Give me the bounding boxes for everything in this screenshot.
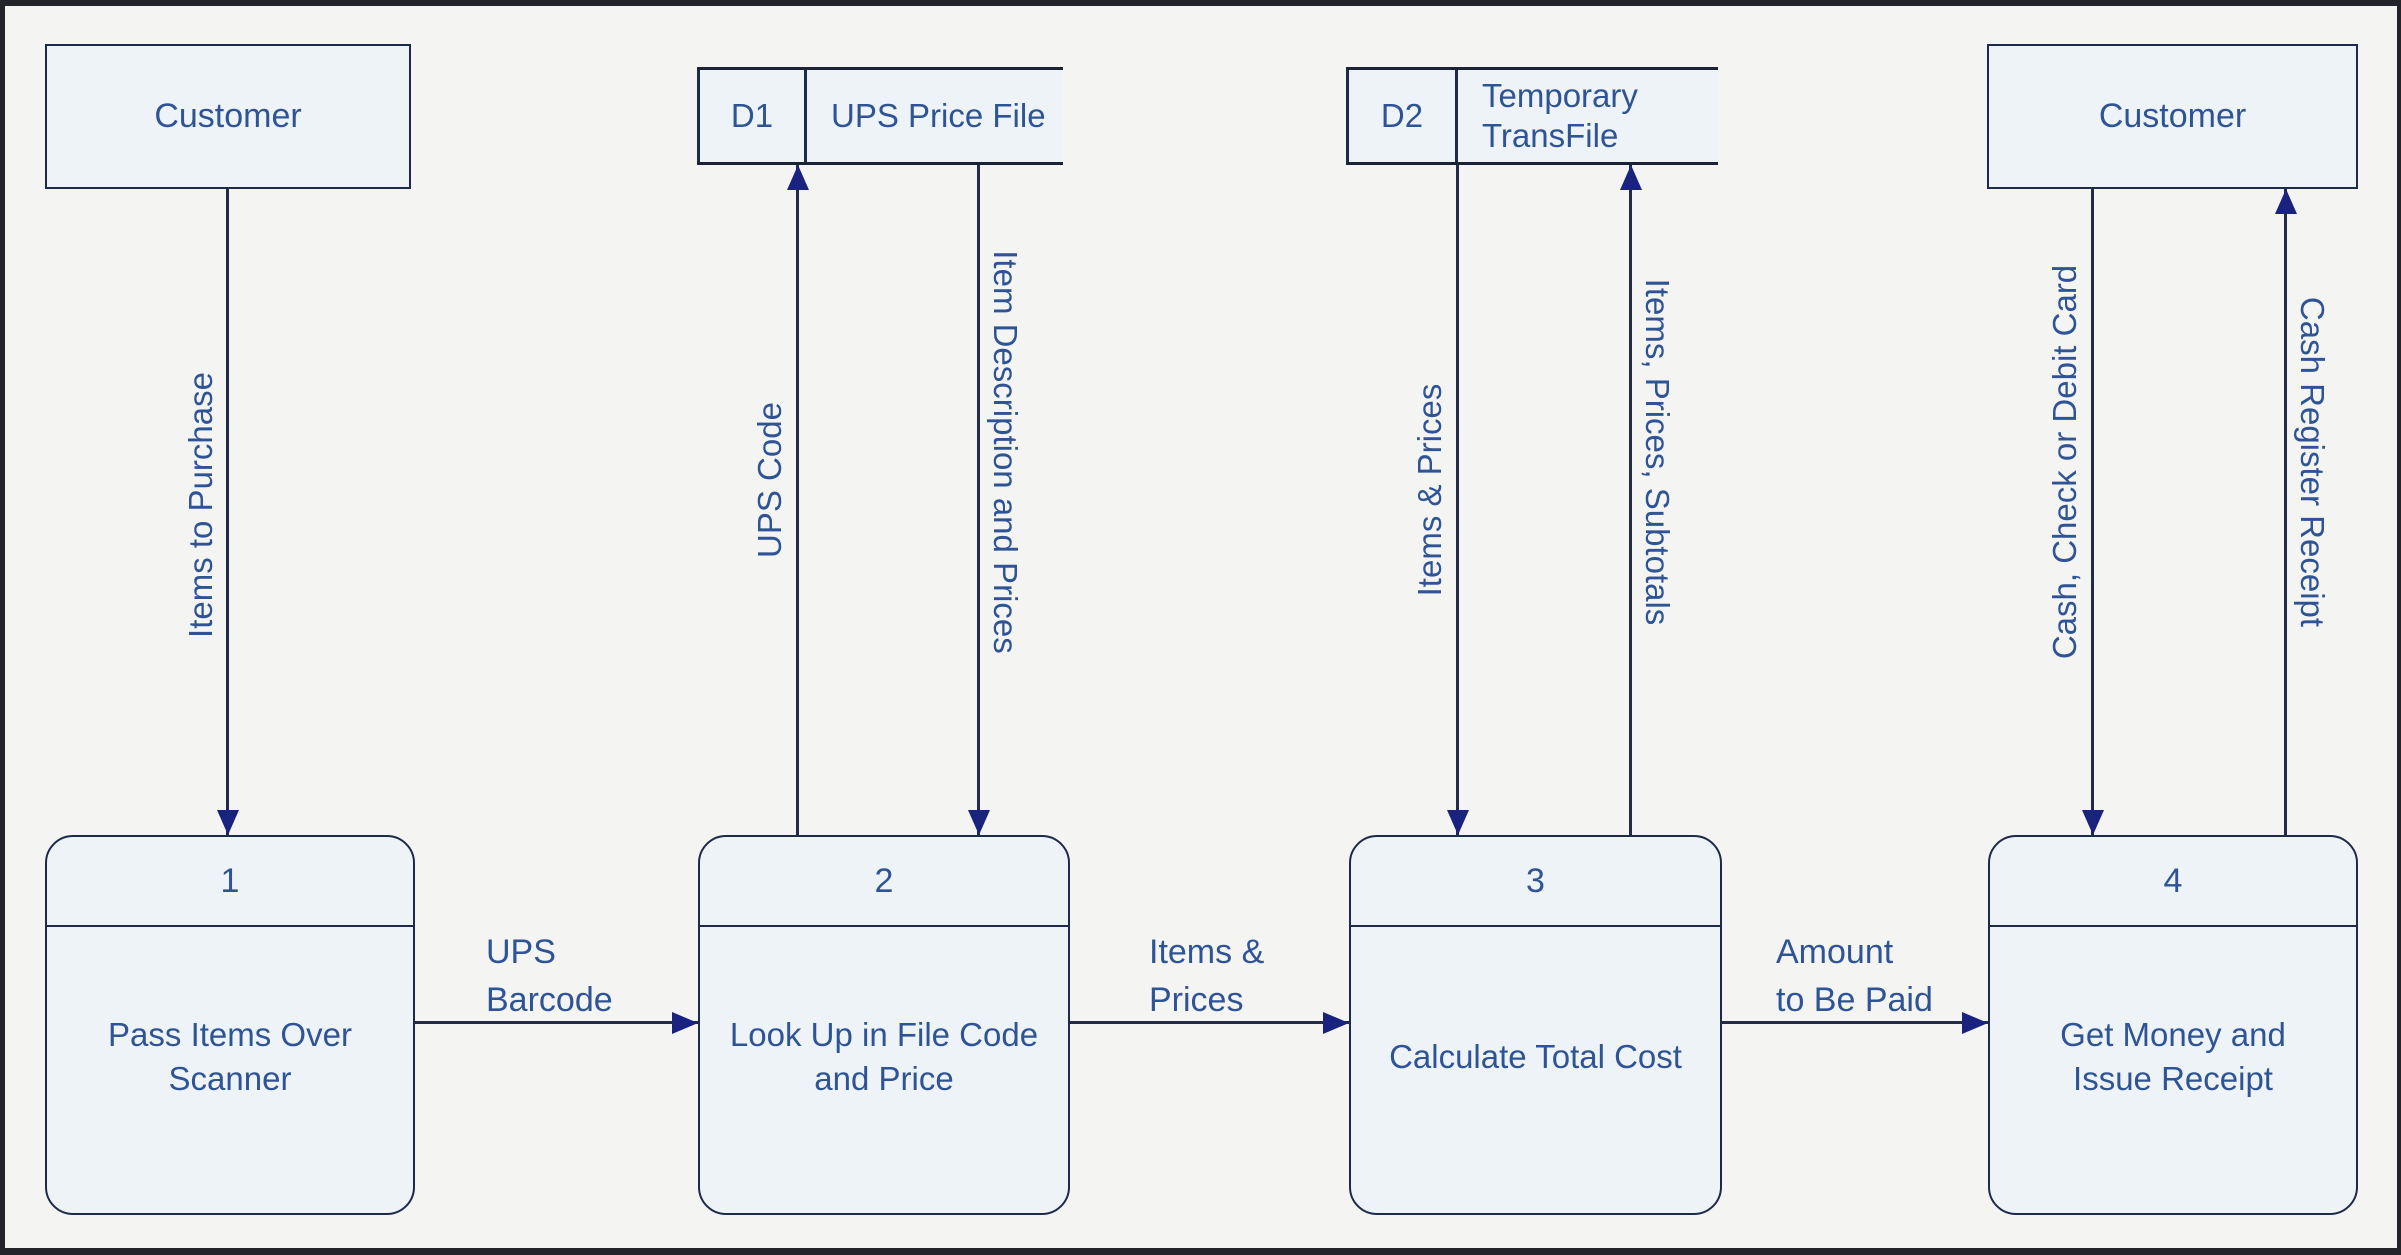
data-store-d2-id: D2	[1346, 70, 1458, 162]
flow-line-ups-code	[796, 165, 799, 835]
data-store-d1: D1 UPS Price File	[697, 67, 1063, 165]
arrowhead-down-icon	[2082, 810, 2104, 835]
arrowhead-up-icon	[787, 165, 809, 190]
entity-customer-left: Customer	[45, 44, 411, 189]
flow-label-items-and-prices-line2: Prices	[1149, 981, 1244, 1019]
flow-line-items-to-purchase	[226, 189, 229, 835]
arrowhead-right-icon	[672, 1012, 698, 1034]
process-2: 2 Look Up in File Code and Price	[698, 835, 1070, 1215]
arrowhead-right-icon	[1323, 1012, 1349, 1034]
entity-customer-right-label: Customer	[2098, 97, 2247, 135]
process-1-number: 1	[47, 837, 413, 927]
process-3-number: 3	[1351, 837, 1720, 927]
arrowhead-down-icon	[968, 810, 990, 835]
flow-label-amount-to-be-paid-line2: to Be Paid	[1776, 981, 1933, 1019]
process-2-name: Look Up in File Code and Price	[729, 1016, 1039, 1097]
flow-label-cash-register-receipt: Cash Register Receipt	[2294, 296, 2331, 628]
flow-label-items-prices-subtotals: Items, Prices, Subtotals	[1639, 278, 1676, 626]
data-store-d2-name-line1: Temporary	[1482, 77, 1638, 114]
data-store-d1-name: UPS Price File	[807, 70, 1063, 162]
flow-label-item-description-and-prices: Item Description and Prices	[987, 250, 1024, 654]
flow-label-amount-to-be-paid: Amount to Be Paid	[1776, 928, 1933, 1024]
flow-label-cash-check-or-debit-card: Cash, Check or Debit Card	[2046, 264, 2083, 660]
process-3: 3 Calculate Total Cost	[1349, 835, 1722, 1215]
flow-line-cash-check-or-debit-card	[2091, 189, 2094, 835]
data-store-d2: D2 Temporary TransFile	[1346, 67, 1718, 165]
arrowhead-up-icon	[1620, 165, 1642, 190]
data-store-d2-name-line2: TransFile	[1482, 117, 1619, 154]
entity-customer-left-label: Customer	[154, 97, 302, 135]
arrowhead-right-icon	[1962, 1012, 1988, 1034]
flow-label-ups-barcode-line1: UPS	[486, 933, 556, 971]
flow-line-items-and-prices-store	[1456, 165, 1459, 835]
data-store-d1-name-text: UPS Price File	[831, 97, 1046, 134]
process-2-number: 2	[700, 837, 1068, 927]
data-store-d1-id: D1	[697, 70, 807, 162]
process-1-name: Pass Items Over Scanner	[108, 1016, 352, 1097]
process-4-number: 4	[1990, 837, 2356, 927]
flow-label-items-to-purchase: Items to Purchase	[182, 372, 219, 638]
flow-label-ups-code: UPS Code	[751, 402, 788, 558]
flow-line-items-and-prices	[1070, 1021, 1349, 1024]
process-4-name: Get Money and Issue Receipt	[2060, 1016, 2286, 1097]
flow-line-cash-register-receipt	[2284, 189, 2287, 835]
flow-label-ups-barcode: UPS Barcode	[486, 928, 613, 1024]
flow-line-items-prices-subtotals	[1629, 165, 1632, 835]
flow-label-ups-barcode-line2: Barcode	[486, 981, 613, 1019]
flow-line-amount-to-be-paid	[1722, 1021, 1988, 1024]
flow-label-amount-to-be-paid-line1: Amount	[1776, 933, 1894, 971]
flow-label-items-and-prices-store: Items & Prices	[1411, 383, 1448, 597]
flow-line-ups-barcode	[415, 1021, 698, 1024]
arrowhead-down-icon	[1447, 810, 1469, 835]
process-1: 1 Pass Items Over Scanner	[45, 835, 415, 1215]
flow-line-item-description-and-prices	[977, 165, 980, 835]
flow-label-items-and-prices: Items & Prices	[1149, 928, 1264, 1024]
process-4: 4 Get Money and Issue Receipt	[1988, 835, 2358, 1215]
data-store-d2-name: Temporary TransFile	[1458, 70, 1718, 162]
flow-label-items-and-prices-line1: Items &	[1149, 933, 1265, 971]
arrowhead-up-icon	[2275, 189, 2297, 214]
process-3-name: Calculate Total Cost	[1389, 1038, 1682, 1075]
entity-customer-right: Customer	[1987, 44, 2358, 189]
arrowhead-down-icon	[217, 810, 239, 835]
